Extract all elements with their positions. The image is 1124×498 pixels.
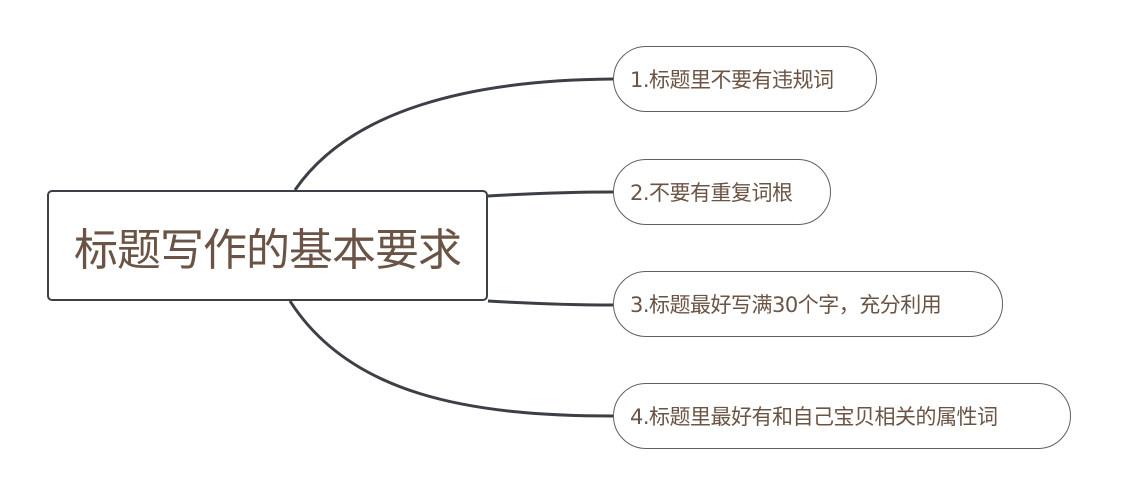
subtopic-2-label: 2.不要有重复词根 — [630, 181, 793, 205]
connector-4 — [288, 300, 614, 418]
subtopic-3[interactable]: 3.标题最好写满30个字，充分利用 — [613, 271, 1003, 337]
subtopic-4-label: 4.标题里最好有和自己宝贝相关的属性词 — [630, 405, 998, 429]
connector-2 — [487, 190, 614, 198]
subtopic-1-label: 1.标题里不要有违规词 — [630, 68, 834, 92]
central-topic[interactable]: 标题写作的基本要求 — [47, 190, 488, 301]
subtopic-4[interactable]: 4.标题里最好有和自己宝贝相关的属性词 — [613, 383, 1071, 449]
subtopic-3-label: 3.标题最好写满30个字，充分利用 — [630, 293, 942, 317]
connector-1 — [293, 77, 614, 191]
subtopic-1[interactable]: 1.标题里不要有违规词 — [613, 46, 877, 112]
central-topic-label: 标题写作的基本要求 — [74, 224, 462, 276]
connector-3 — [487, 299, 614, 307]
subtopic-2[interactable]: 2.不要有重复词根 — [613, 159, 831, 225]
